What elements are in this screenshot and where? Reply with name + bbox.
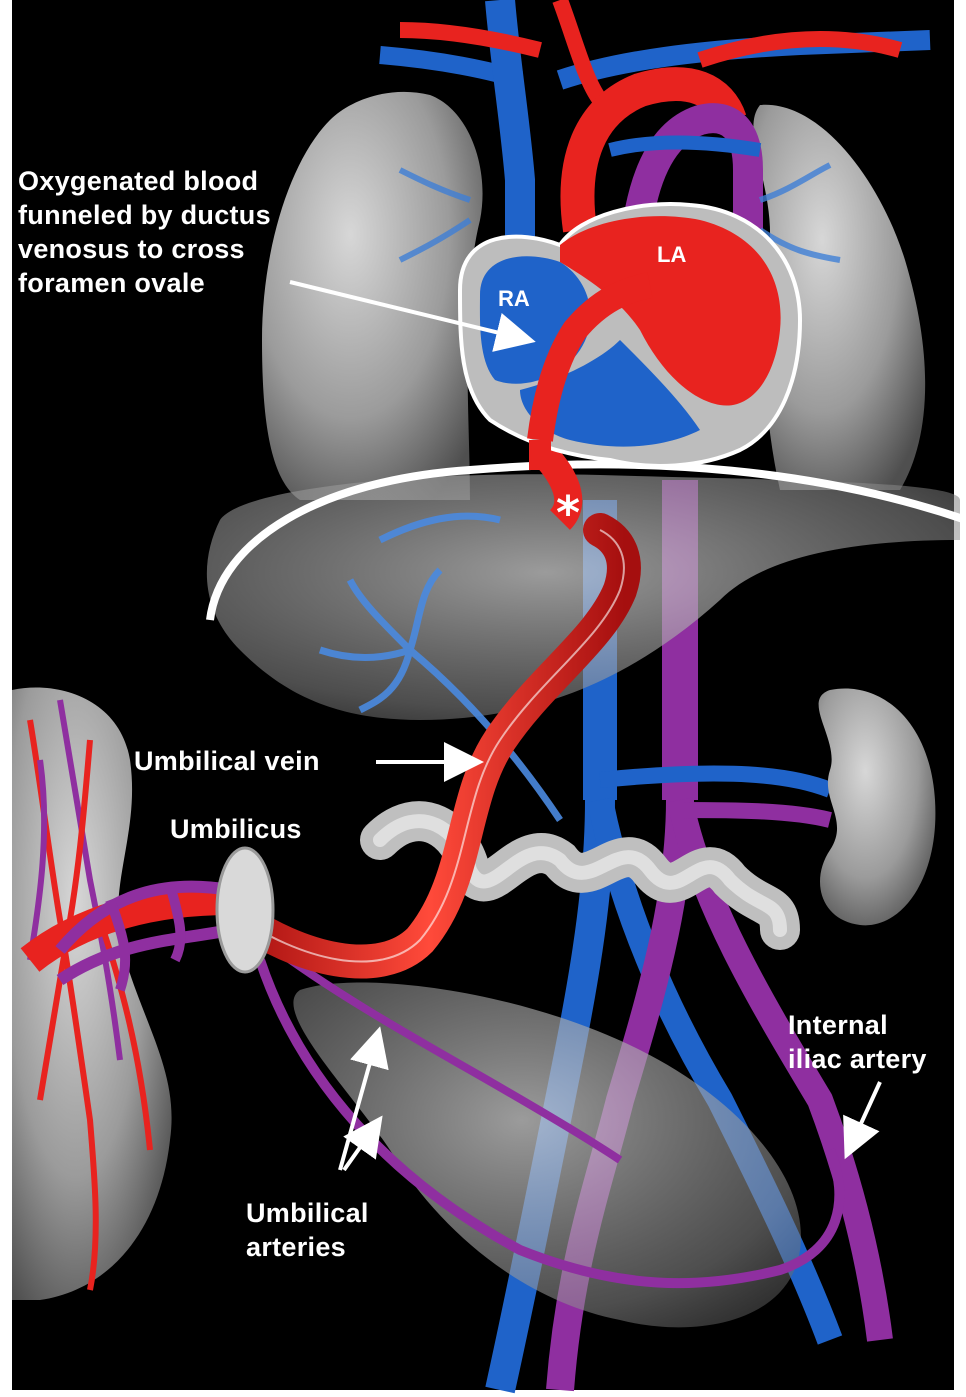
label-internal-iliac-artery: Internal iliac artery: [788, 1008, 927, 1076]
umbilicus-disk: [217, 848, 273, 972]
label-line: Internal: [788, 1008, 927, 1042]
label-ra: RA: [498, 286, 530, 312]
label-line: Umbilical: [246, 1196, 369, 1230]
label-umbilicus: Umbilicus: [170, 812, 302, 846]
label-line: Oxygenated blood: [18, 164, 271, 198]
label-umbilical-vein: Umbilical vein: [134, 744, 320, 778]
label-asterisk: *: [556, 490, 580, 536]
label-line: iliac artery: [788, 1042, 927, 1076]
label-line: funneled by ductus: [18, 198, 271, 232]
label-oxygenated-blood: Oxygenated blood funneled by ductus veno…: [18, 164, 271, 300]
label-umbilical-arteries: Umbilical arteries: [246, 1196, 369, 1264]
label-line: arteries: [246, 1230, 369, 1264]
label-line: venosus to cross: [18, 232, 271, 266]
label-la: LA: [657, 242, 686, 268]
label-line: foramen ovale: [18, 266, 271, 300]
